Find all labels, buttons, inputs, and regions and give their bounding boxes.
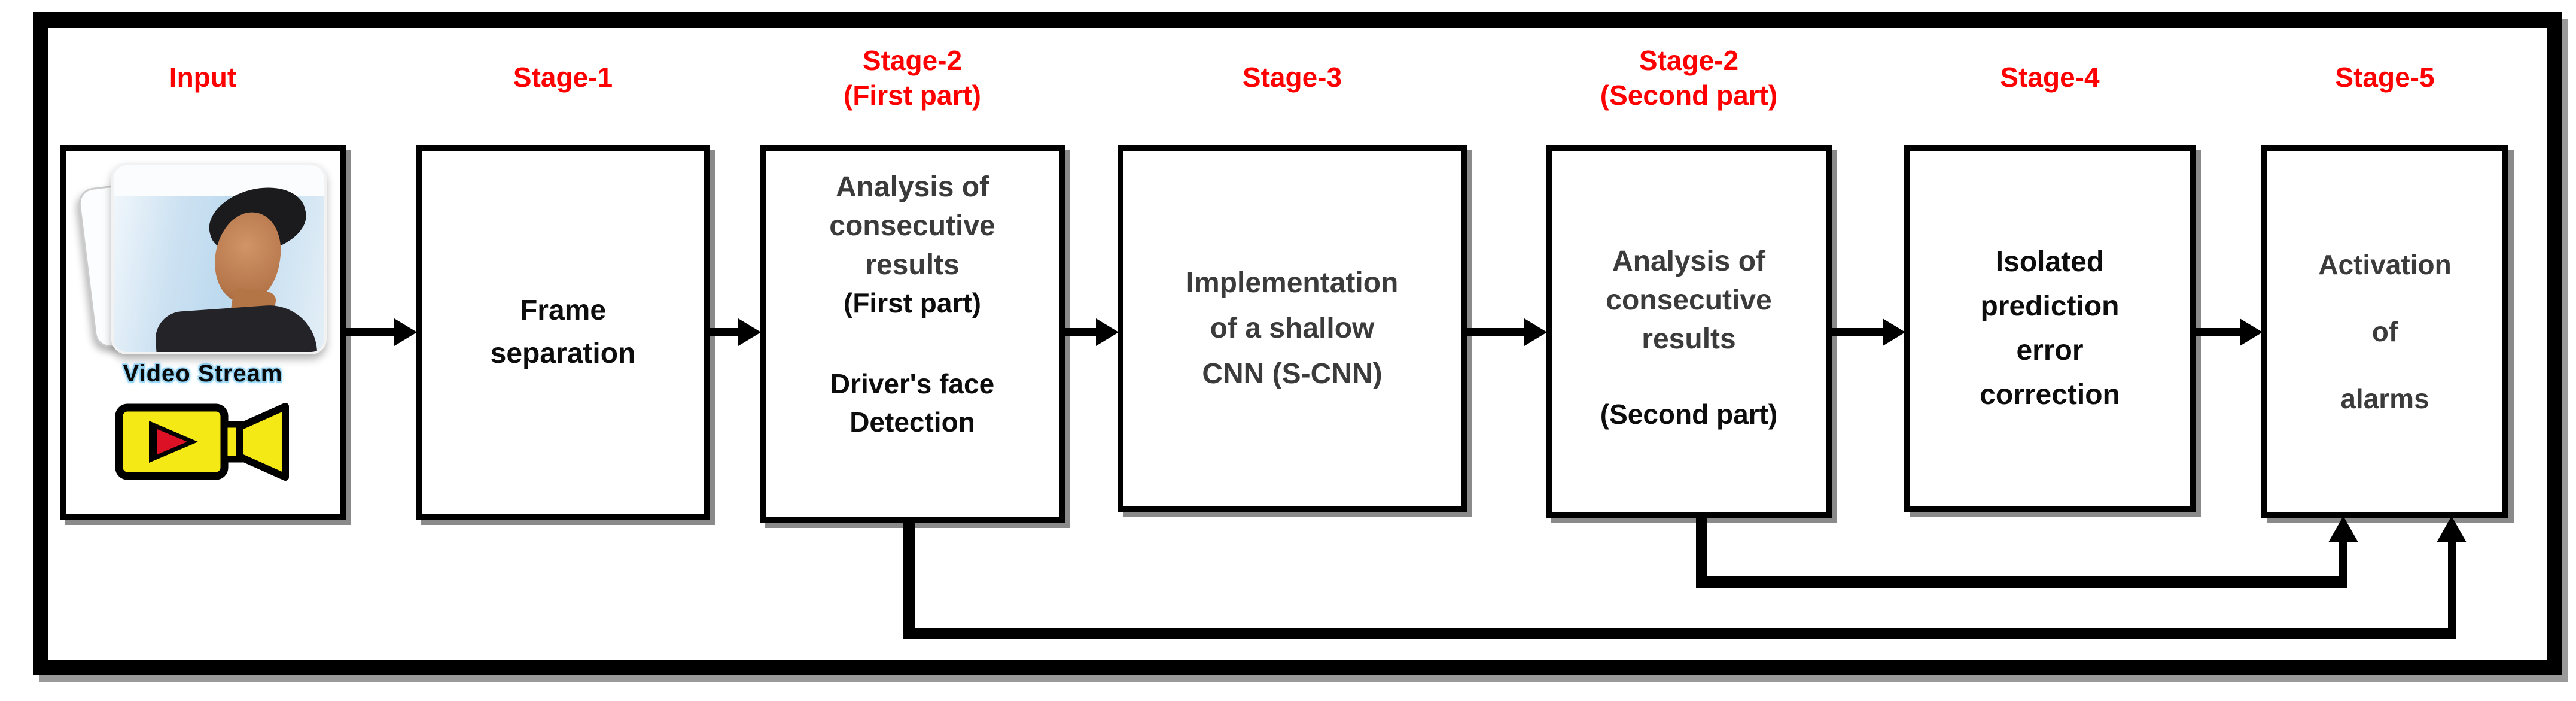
arrow-head-icon — [1524, 318, 1547, 346]
box-text-line: results — [1642, 323, 1736, 355]
arrow-head-icon — [1096, 318, 1119, 346]
box-text-line: consecutive — [829, 210, 995, 242]
node-stage4: Isolated prediction error correction — [1904, 145, 2196, 512]
feedback-riser-segment — [2448, 541, 2456, 628]
box-text-line: separation — [490, 338, 636, 369]
arrow-shaft — [1065, 328, 1098, 336]
box-text-line: of — [2371, 315, 2398, 347]
arrow-head-icon — [394, 318, 417, 346]
diagram-outer-frame — [33, 12, 2562, 675]
stage-label-stage2-second: Stage-2 (Second part) — [1512, 43, 1865, 113]
box-text-line: of a shallow — [1210, 312, 1375, 344]
box-text-line: Frame — [519, 295, 607, 326]
box-text-line: results — [865, 249, 960, 281]
box-text-line: Isolated — [1995, 245, 2105, 278]
node-stage3: Implementation of a shallow CNN (S-CNN) — [1118, 145, 1467, 512]
arrow-head-up-icon — [2328, 516, 2358, 542]
stage-label-stage3: Stage-3 — [1242, 62, 1342, 93]
stage-label-line: Stage-2 — [862, 45, 963, 76]
arrow-shaft — [710, 328, 741, 336]
box-text-line: Analysis of — [835, 171, 989, 203]
stage-label-stage5: Stage-5 — [2335, 62, 2435, 93]
feedback-drop-segment — [1696, 515, 1707, 588]
feedback-riser-segment — [2339, 541, 2347, 576]
box-text-line: correction — [1980, 378, 2120, 411]
video-camera-icon — [113, 393, 293, 489]
node-stage1: Frame separation — [416, 145, 710, 520]
arrow-head-icon — [1883, 318, 1905, 346]
feedback-horizontal-segment — [1696, 576, 2347, 588]
stage-label-line: Stage-2 — [1639, 45, 1739, 76]
arrow-shaft — [1832, 328, 1884, 336]
box-text-line: Activation — [2318, 248, 2452, 280]
photo-stack-front — [111, 163, 327, 354]
stage-label-line: (First part) — [844, 80, 981, 111]
box-text-line: error — [2016, 334, 2084, 366]
box-text-line: alarms — [2340, 383, 2429, 414]
stage-label-stage1: Stage-1 — [513, 62, 613, 93]
box-text-line: Driver's face — [830, 368, 995, 399]
arrow-shaft — [2196, 328, 2241, 336]
node-stage2-second: Analysis of consecutive results (Second … — [1546, 145, 1832, 518]
arrow-head-up-icon — [2437, 516, 2467, 542]
arrow-head-icon — [738, 318, 761, 346]
box-text-emphasis: (Second part) — [1600, 399, 1778, 430]
box-text-emphasis: (First part) — [844, 287, 981, 318]
arrow-head-icon — [2240, 318, 2263, 346]
box-text-line: Implementation — [1186, 266, 1399, 299]
photo-top-strip — [114, 165, 324, 196]
arrow-shaft — [1467, 328, 1527, 336]
box-text-line: CNN (S-CNN) — [1202, 357, 1383, 390]
arrow-shaft — [346, 328, 397, 336]
box-text-line: Analysis of — [1612, 245, 1766, 277]
feedback-horizontal-segment — [903, 628, 2456, 639]
stage-label-stage2-first: Stage-2 (First part) — [736, 43, 1089, 113]
box-text-line: consecutive — [1606, 284, 1772, 316]
box-text-line: Detection — [849, 406, 975, 438]
node-input: Video Stream — [60, 145, 346, 520]
driver-jacket — [153, 302, 318, 352]
stage-label-line: (Second part) — [1600, 80, 1778, 111]
driver-face-photo — [77, 160, 327, 358]
node-stage5: Activation of alarms — [2261, 145, 2508, 518]
stage-label-stage4: Stage-4 — [2000, 62, 2100, 93]
stage-label-input: Input — [169, 62, 237, 93]
feedback-drop-segment — [903, 520, 915, 639]
box-text-line: prediction — [1980, 290, 2120, 322]
node-stage2-first: Analysis of consecutive results (First p… — [760, 145, 1065, 523]
video-stream-caption: Video Stream — [123, 360, 283, 387]
